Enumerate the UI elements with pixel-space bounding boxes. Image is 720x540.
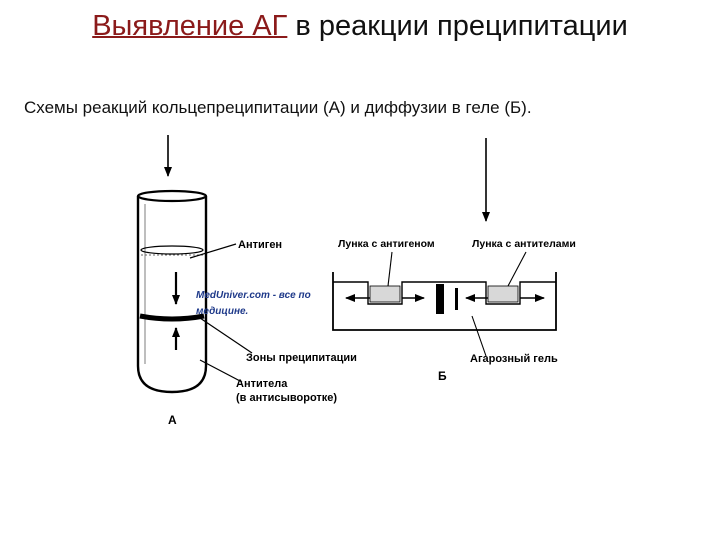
label-precipitation-zones: Зоны преципитации <box>246 352 357 364</box>
antigen-surface-line <box>140 245 204 255</box>
antigen-well <box>369 285 401 303</box>
label-antigen-well: Лунка с антигеном <box>338 238 435 250</box>
label-antibodies-note: (в антисыворотке) <box>236 392 337 404</box>
label-antibodies: Антитела <box>236 378 288 390</box>
label-agarose-gel: Агарозный гель <box>470 353 558 365</box>
slide-subtitle: Схемы реакций кольцепреципитации (А) и д… <box>24 98 532 117</box>
panel-label-b: Б <box>438 369 447 383</box>
precipitation-band-thin <box>455 288 458 310</box>
test-tube <box>136 189 208 394</box>
precipitation-band-main <box>436 284 444 314</box>
label-antigen: Антиген <box>238 239 282 251</box>
panel-label-a: А <box>168 413 177 427</box>
watermark-line-1: MedUniver.com - все по <box>196 290 311 301</box>
watermark-line-2: медицине. <box>196 306 248 317</box>
title-highlight: Выявление АГ <box>92 10 288 42</box>
title-rest: в реакции преципитации <box>287 10 628 42</box>
slide-title: Выявление АГ в реакции преципитации <box>0 10 720 43</box>
precipitation-ring <box>139 313 205 322</box>
agarose-gel-plate <box>332 272 557 331</box>
label-antibody-well: Лунка с антителами <box>472 238 576 250</box>
antibody-well <box>487 285 519 303</box>
